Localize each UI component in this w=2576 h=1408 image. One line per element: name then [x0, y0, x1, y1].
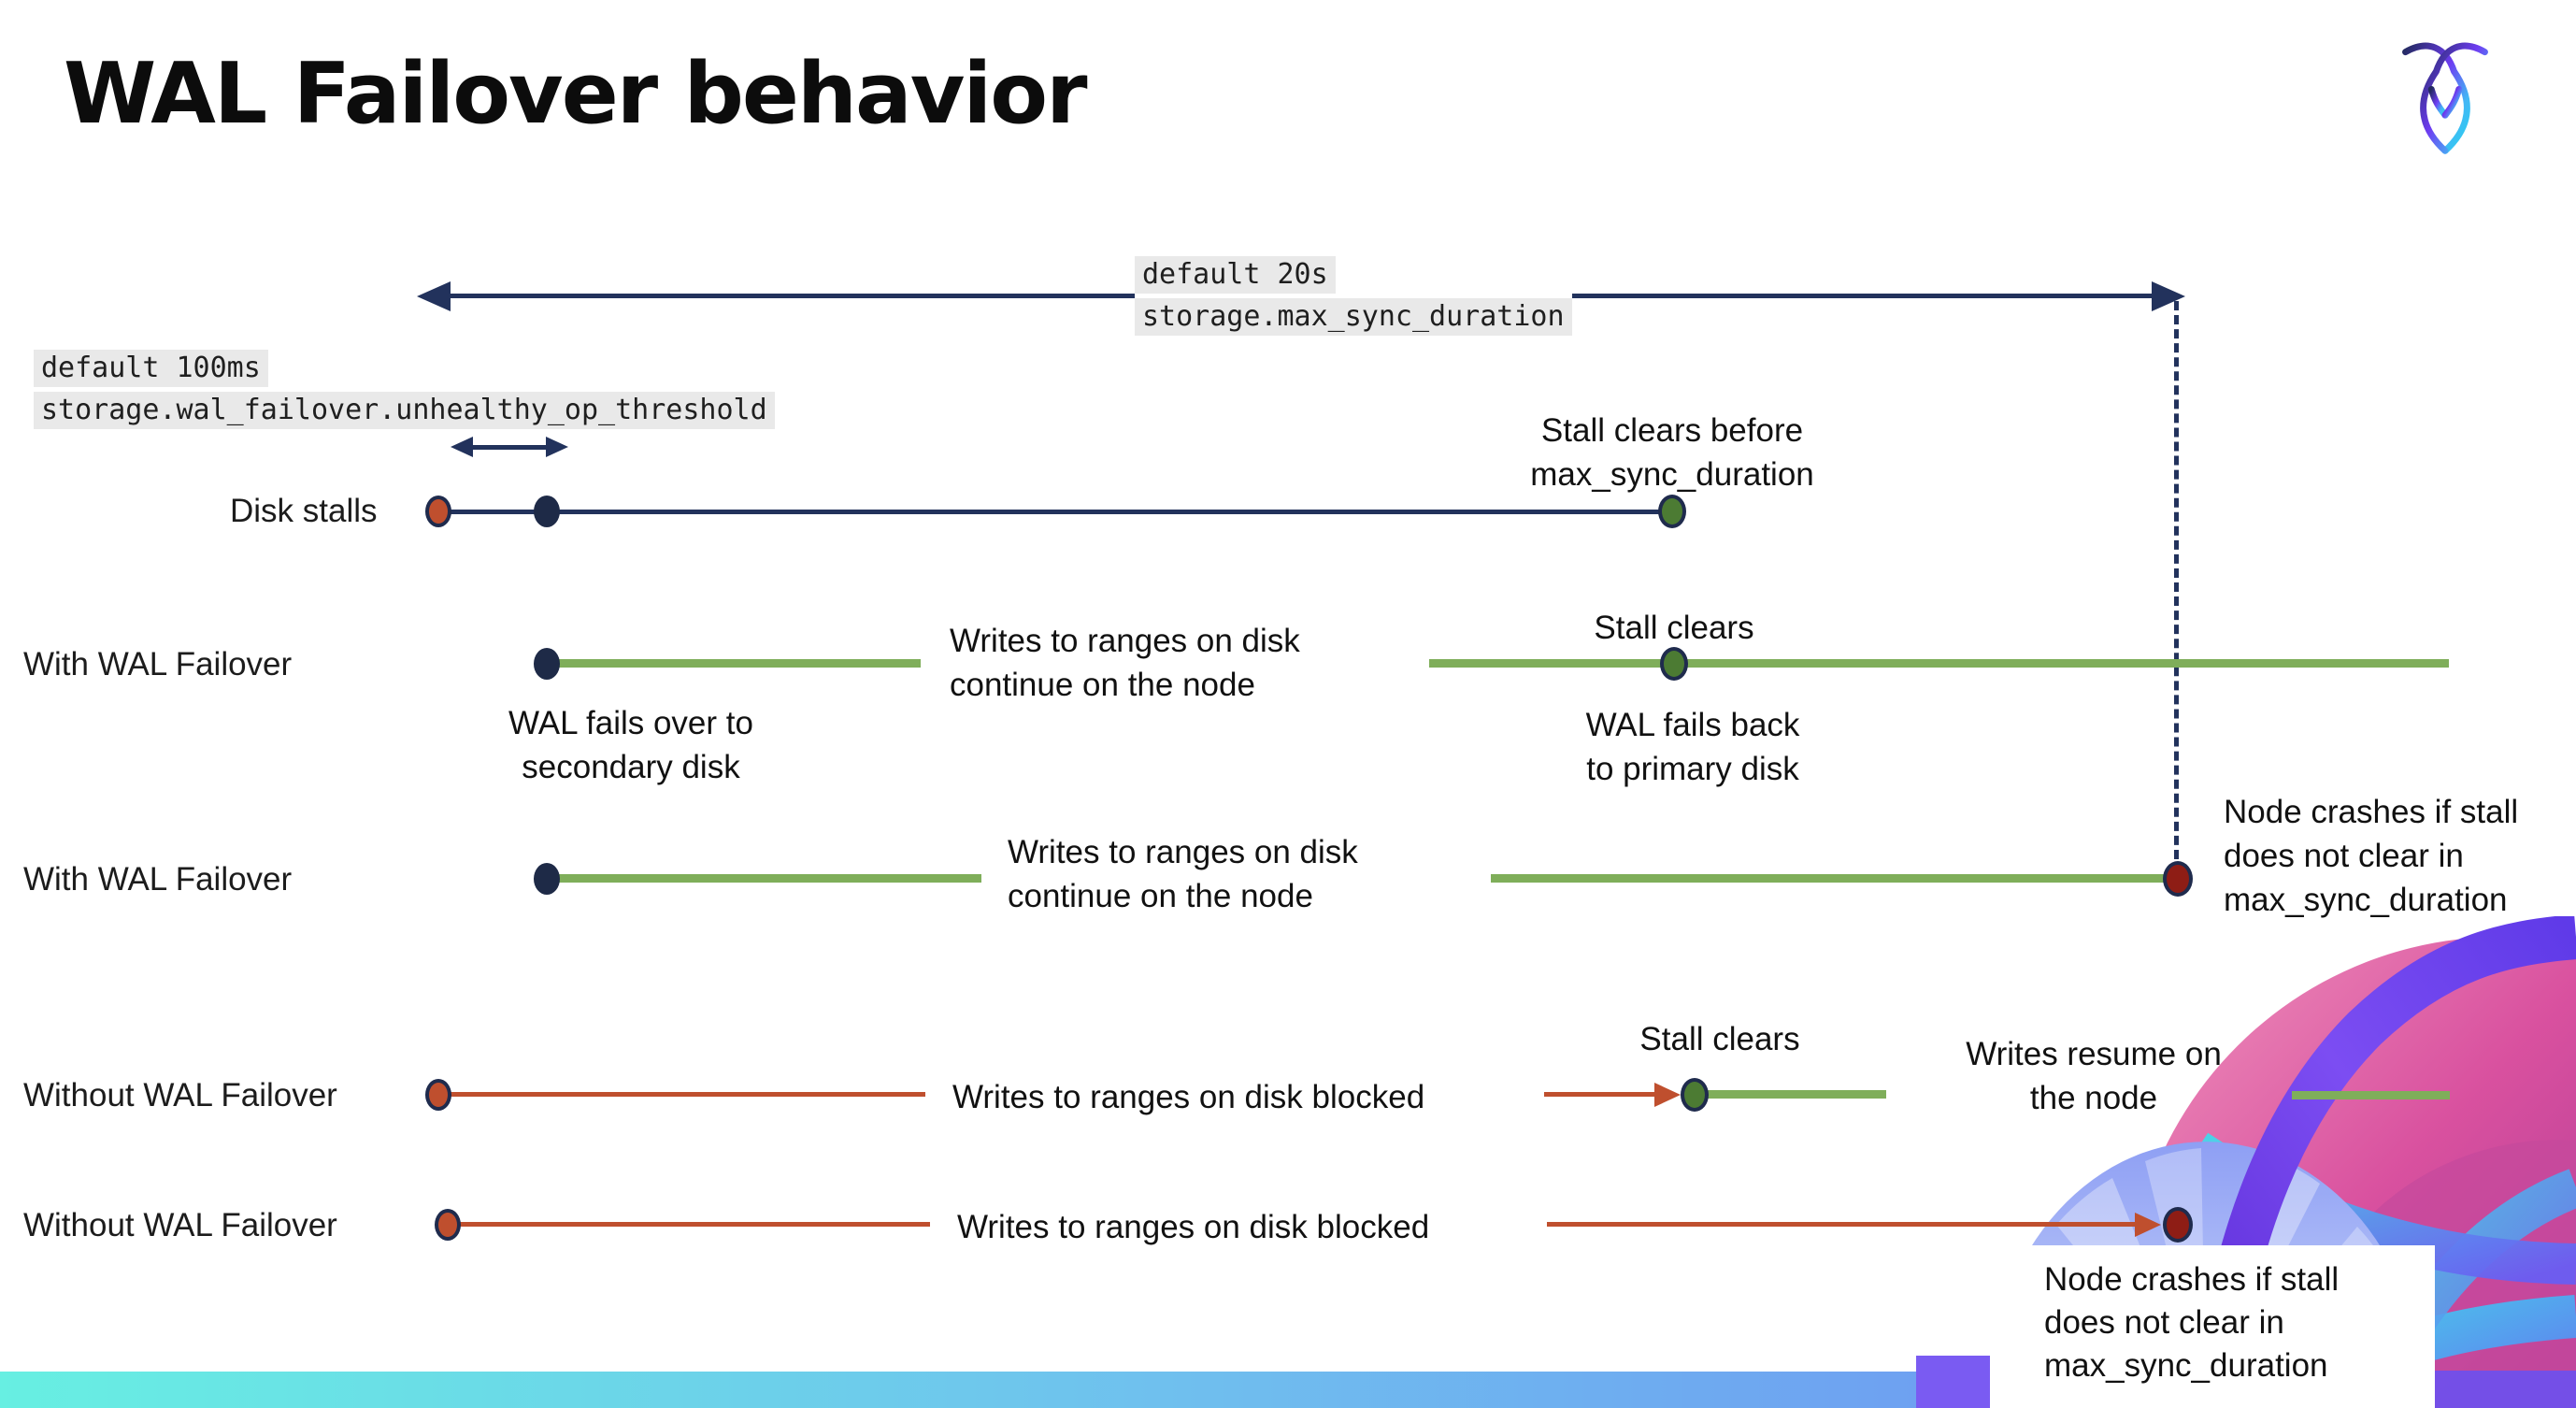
threshold-span-line: [467, 445, 551, 450]
writes-resume-note: Writes resume on the node: [1966, 1036, 2222, 1116]
stall-start-dot: [425, 496, 451, 527]
red-arrowhead-icon: [2135, 1213, 2161, 1237]
callout-unhealthy-op-threshold: default 100ms storage.wal_failover.unhea…: [34, 348, 775, 431]
writes-blocked-note: Writes to ranges on disk blocked: [952, 1079, 1425, 1115]
stall-start-dot: [435, 1209, 461, 1241]
callout-default-value: default 100ms: [34, 350, 268, 387]
row-label-without-wal-failover: Without WAL Failover: [23, 1077, 337, 1113]
stall-clears-dot: [1681, 1078, 1709, 1112]
writes-blocked-line: [448, 1222, 930, 1227]
node-crash-note: Node crashes if stall does not clear in …: [2224, 794, 2519, 918]
row-label-with-wal-failover: With WAL Failover: [23, 646, 293, 682]
failover-dot: [534, 863, 560, 895]
writes-resume-line: [1708, 1090, 1886, 1099]
stall-clears-note: Stall clears: [1639, 1021, 1800, 1057]
arrowhead-left-icon: [417, 281, 451, 311]
callout-default-value: default 20s: [1135, 256, 1336, 294]
writes-blocked-line: [1547, 1222, 2136, 1227]
max-sync-deadline-dashed-line: [2174, 301, 2179, 873]
writes-blocked-line: [1544, 1092, 1660, 1097]
row-label-with-wal-failover: With WAL Failover: [23, 861, 293, 898]
threshold-reached-dot: [534, 496, 560, 527]
callout-setting-name: storage.wal_failover.unhealthy_op_thresh…: [34, 392, 775, 429]
stall-clears-note: Stall clears: [1594, 610, 1754, 646]
writes-continue-note: Writes to ranges on disk continue on the…: [1008, 834, 1358, 914]
failover-secondary-note: WAL fails over to secondary disk: [508, 705, 753, 785]
writes-continue-line: [547, 659, 921, 668]
failover-dot: [534, 648, 560, 680]
arrowhead-right-icon: [546, 437, 568, 457]
arrowhead-left-icon: [451, 437, 473, 457]
writes-blocked-note: Writes to ranges on disk blocked: [957, 1209, 1430, 1245]
node-crash-note: Node crashes if stall does not clear in …: [2044, 1261, 2340, 1384]
callout-max-sync-duration: default 20s storage.max_sync_duration: [1135, 254, 1572, 338]
writes-continue-line: [547, 874, 981, 883]
row-label-disk-stalls: Disk stalls: [230, 493, 378, 529]
row-label-without-wal-failover: Without WAL Failover: [23, 1207, 337, 1243]
failback-primary-note: WAL fails back to primary disk: [1585, 707, 1800, 787]
cockroachdb-logo-icon: [2402, 42, 2488, 154]
stall-start-dot: [425, 1079, 451, 1111]
callout-setting-name: storage.max_sync_duration: [1135, 298, 1572, 336]
stall-clears-dot: [1658, 495, 1686, 528]
writes-continue-note: Writes to ranges on disk continue on the…: [950, 623, 1300, 703]
writes-blocked-line: [438, 1092, 925, 1097]
stall-clears-before-note: Stall clears before max_sync_duration: [1530, 412, 1814, 493]
writes-resume-line: [2292, 1091, 2450, 1099]
disk-stalls-timeline: [438, 510, 1672, 514]
arrowhead-right-icon: [2152, 281, 2185, 311]
writes-continue-line: [1429, 659, 2449, 668]
stall-clears-dot: [1660, 647, 1688, 681]
node-crash-callout-box: Node crashes if stall does not clear in …: [1990, 1245, 2435, 1408]
page-title: WAL Failover behavior: [64, 45, 1087, 143]
red-arrowhead-icon: [1654, 1083, 1681, 1107]
node-crash-dot: [2163, 1207, 2193, 1243]
writes-continue-line: [1491, 874, 2178, 883]
node-crash-dot: [2163, 861, 2193, 897]
